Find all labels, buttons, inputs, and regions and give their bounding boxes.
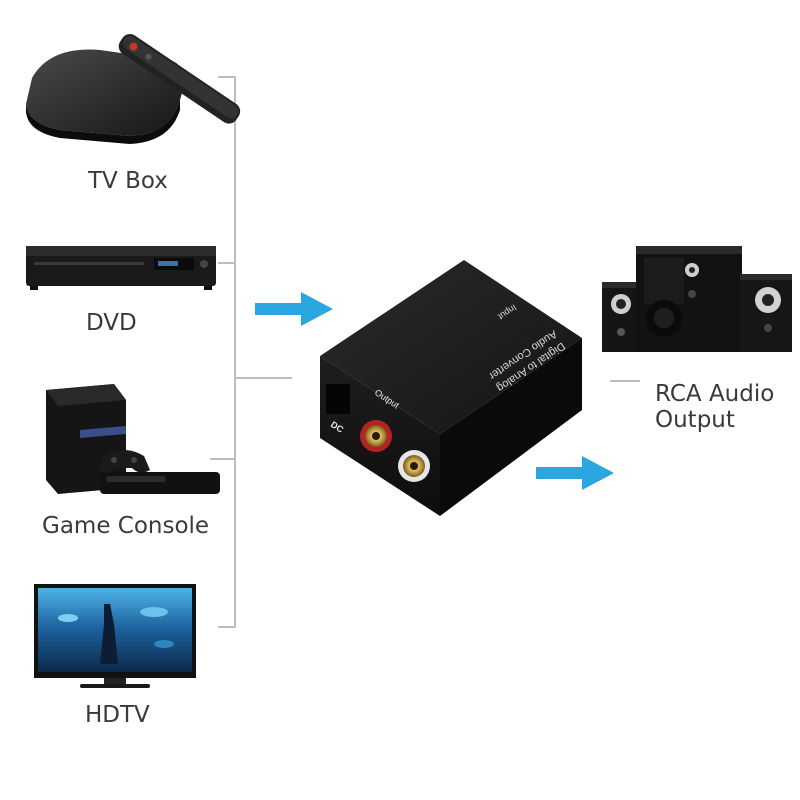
bracket-vertical-line bbox=[234, 76, 236, 628]
bracket-tick-top bbox=[218, 76, 236, 78]
bracket-tick-bottom bbox=[218, 626, 236, 628]
dvd-player-icon bbox=[26, 246, 216, 290]
bracket-tick-console bbox=[210, 458, 236, 460]
bracket-tick-dvd bbox=[218, 262, 236, 264]
tv-box-icon bbox=[26, 34, 241, 144]
converter-device: Digital to Analog Audio Converter Input … bbox=[320, 260, 582, 516]
output-label-line2: Output bbox=[655, 407, 735, 433]
output-label-line1: RCA Audio bbox=[655, 381, 775, 407]
source-label-game-console: Game Console bbox=[42, 513, 210, 539]
source-label-dvd: DVD bbox=[86, 310, 137, 336]
source-label-hdtv: HDTV bbox=[85, 702, 150, 728]
speaker-system-icon bbox=[602, 246, 792, 352]
game-console-icon bbox=[46, 384, 220, 494]
hdtv-icon bbox=[34, 584, 196, 688]
output-arrow-icon bbox=[536, 456, 614, 490]
input-arrow-icon bbox=[255, 292, 333, 326]
source-label-tv-box: TV Box bbox=[88, 168, 168, 194]
output-connector-line bbox=[610, 380, 640, 382]
bracket-center-line bbox=[234, 377, 292, 379]
